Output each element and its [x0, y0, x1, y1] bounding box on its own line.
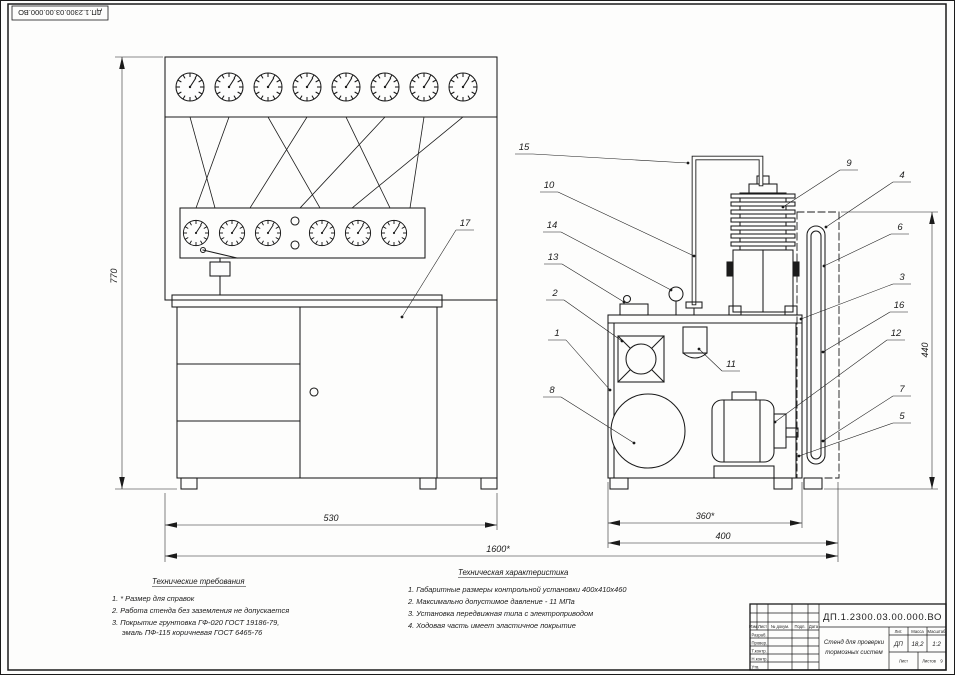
flywheel	[806, 225, 826, 465]
tb-col-izm: Изм.	[749, 624, 758, 629]
pressure-gauge	[668, 286, 684, 316]
dim-unit-base: 400	[715, 531, 730, 541]
tech-requirement-line: 3. Покрытие грунтовка ГФ-020 ГОСТ 19186-…	[112, 618, 279, 627]
tb-caption-line1: Стенд для проверки	[824, 639, 885, 646]
tech-characteristics: Техническая характеристика 1. Габаритные…	[407, 568, 627, 630]
tech-requirement-line: 1. * Размер для справок	[112, 594, 195, 603]
tb-sheet-label: Лист	[899, 659, 908, 664]
dimensions: 530 1600* 770 360* 400 440	[109, 56, 938, 562]
tb-mass-value: 18,2	[911, 641, 924, 648]
title-block: Изм. Лист № докум. Подп. Дата Разраб. Пр…	[749, 603, 947, 671]
corner-stamp-text: ДП.1.2300.03.00.000.ВО	[18, 8, 102, 17]
callout-3: 3	[899, 272, 905, 283]
tb-col-list: Лист	[758, 624, 767, 629]
callout-15: 15	[519, 142, 530, 153]
dim-stand-width: 530	[323, 513, 338, 523]
gauge-panel-middle	[179, 207, 426, 259]
control-valve	[199, 246, 238, 296]
belt-guard	[796, 211, 840, 479]
callout-13: 13	[548, 252, 559, 263]
tb-col-dokum: № докум.	[771, 624, 789, 629]
unit-frame	[607, 314, 823, 490]
tb-mass-header: Масса	[911, 629, 924, 634]
callout-16: 16	[894, 300, 905, 311]
tb-doc-number: ДП.1.2300.03.00.000.ВО	[823, 612, 942, 623]
cabinet	[171, 294, 498, 490]
tb-row-razrab: Разраб.	[752, 632, 767, 637]
inlet-fitting	[619, 294, 649, 316]
tubing-fan	[189, 116, 464, 209]
callout-6: 6	[897, 222, 903, 233]
tech-characteristic-line: 1. Габаритные размеры контрольной устано…	[408, 585, 627, 594]
tech-characteristic-line: 3. Установка передвижная типа с электроп…	[408, 609, 593, 618]
compressor	[726, 175, 800, 316]
bearing-block	[617, 335, 665, 383]
dim-overall-length: 1600*	[486, 544, 510, 554]
callout-14: 14	[547, 220, 558, 231]
tb-row-nkontr: Н.контр.	[752, 656, 768, 661]
callout-4: 4	[899, 170, 904, 181]
tb-scale-value: 1:2	[932, 641, 941, 648]
tb-col-podp: Подп.	[794, 624, 805, 629]
tb-row-utv: Утв.	[752, 664, 760, 669]
tb-caption-line2: тормозных систем	[825, 649, 883, 656]
callout-7: 7	[899, 384, 905, 395]
callout-5: 5	[899, 411, 905, 422]
callout-10: 10	[544, 180, 555, 191]
dim-stand-height: 770	[109, 268, 119, 283]
gauge-row-top	[175, 72, 478, 102]
tech-requirement-line: 2. Работа стенда без заземления не допус…	[111, 606, 289, 615]
tb-lit-value: ДП	[893, 641, 903, 648]
door-knob	[309, 387, 319, 397]
dim-unit-height: 440	[920, 342, 930, 357]
tech-requirements-title: Технические требования	[152, 577, 245, 586]
callout-11: 11	[726, 359, 736, 370]
tech-characteristic-line: 4. Ходовая часть имеет эластичное покрыт…	[408, 621, 576, 630]
tech-requirement-line: эмаль ПФ-115 коричневая ГОСТ 6465-76	[122, 628, 263, 637]
callout-9: 9	[846, 158, 852, 169]
tech-characteristics-title: Техническая характеристика	[458, 568, 569, 577]
callouts: 15 10 14 13 2 1 8 9 4 6 3 16 12 7 5 11 1…	[400, 142, 911, 458]
discharge-pipe	[685, 155, 764, 316]
electric-motor	[711, 391, 799, 479]
callout-2: 2	[551, 288, 558, 299]
callout-8: 8	[549, 385, 555, 396]
tb-row-tkontr: Т.контр.	[752, 648, 767, 653]
callout-1: 1	[554, 328, 559, 339]
tech-requirements: Технические требования 1. * Размер для с…	[111, 577, 289, 637]
corner-stamp: ДП.1.2300.03.00.000.ВО	[11, 5, 109, 21]
front-view	[164, 56, 498, 490]
tb-lit-header: Лит.	[895, 629, 903, 634]
tech-characteristic-line: 2. Максимально допустимое давление - 11 …	[407, 597, 575, 606]
dim-unit-width: 360*	[696, 511, 715, 521]
side-view	[607, 155, 840, 490]
air-receiver	[610, 393, 686, 469]
tb-col-data: Дата	[809, 624, 819, 629]
callout-12: 12	[891, 328, 902, 339]
callout-17: 17	[460, 218, 471, 229]
tb-sheets-label: Листов	[922, 659, 936, 664]
tb-row-prover: Провер.	[752, 640, 768, 645]
tb-scale-header: Масштаб	[928, 629, 947, 634]
tb-sheets-value: 9	[940, 659, 943, 664]
